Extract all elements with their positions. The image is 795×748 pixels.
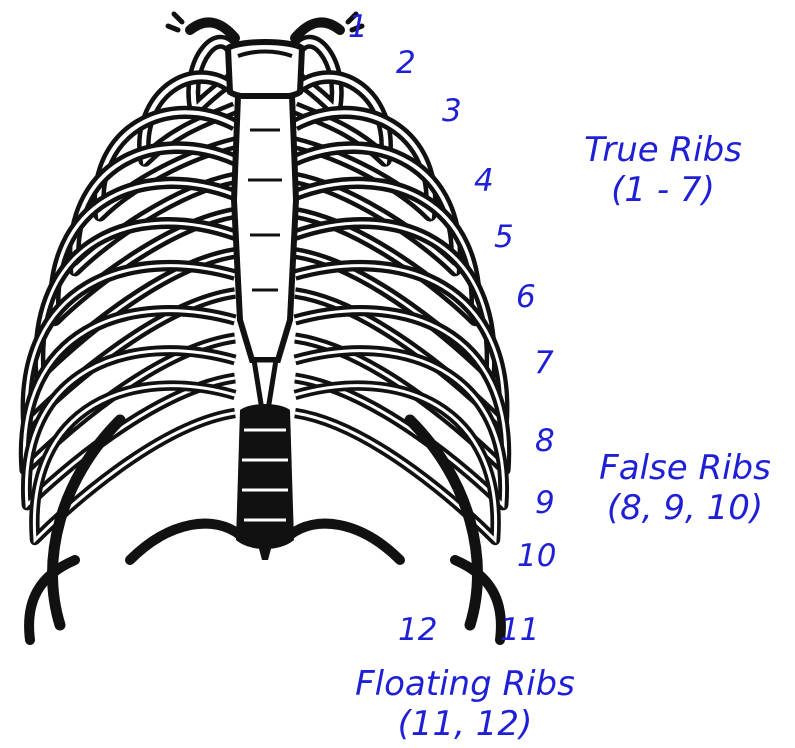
true-ribs-range: (1 - 7) — [568, 170, 758, 210]
true-ribs-title: True Ribs — [568, 130, 758, 170]
ribs-left-side — [24, 42, 235, 540]
rib-number-1: 1 — [348, 12, 368, 43]
rib-number-10: 10 — [517, 541, 556, 572]
false-ribs-range: (8, 9, 10) — [585, 488, 785, 528]
rib-number-2: 2 — [396, 48, 416, 79]
rib-number-9: 9 — [535, 488, 555, 519]
left-rib-9 — [26, 351, 235, 505]
rib-number-11: 11 — [500, 615, 539, 646]
false-ribs-caption: False Ribs (8, 9, 10) — [585, 448, 785, 528]
rib-number-7: 7 — [534, 348, 554, 379]
rib-number-5: 5 — [494, 222, 514, 253]
rib-number-12: 12 — [398, 615, 437, 646]
rib-number-3: 3 — [442, 96, 462, 127]
right-rib-9 — [295, 351, 504, 505]
rib-number-6: 6 — [516, 282, 536, 313]
floating-ribs-caption: Floating Ribs (11, 12) — [340, 664, 590, 744]
ribs-right-side — [295, 42, 506, 540]
rib-number-8: 8 — [535, 426, 555, 457]
floating-ribs-title: Floating Ribs — [340, 664, 590, 704]
floating-ribs-range: (11, 12) — [340, 704, 590, 744]
false-ribs-title: False Ribs — [585, 448, 785, 488]
rib-number-4: 4 — [474, 166, 494, 197]
true-ribs-caption: True Ribs (1 - 7) — [568, 130, 758, 210]
